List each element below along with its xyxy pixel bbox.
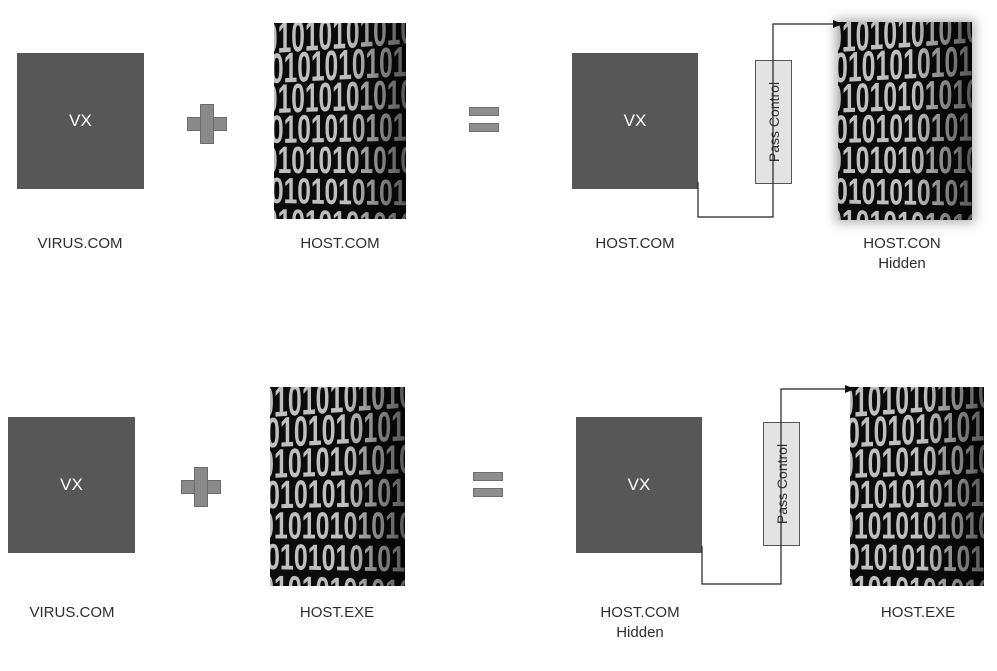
host-caption-row1: HOST.COM — [300, 235, 380, 252]
virus-vx-box-row2: VX — [8, 417, 135, 553]
virus-caption-row2: VIRUS.COM — [29, 604, 115, 621]
hidden-host-caption-row2: HOST.EXE — [880, 604, 956, 621]
result-host-caption-row1: HOST.COM — [595, 235, 675, 252]
vx-label: VX — [627, 475, 651, 494]
vx-label: VX — [69, 111, 92, 130]
result-vx-box-row1: VX — [572, 53, 698, 189]
equals-icon — [469, 103, 501, 133]
plus-icon — [187, 104, 227, 144]
result-vx-box-row2: VX — [576, 417, 702, 553]
virus-vx-box-row1: VX — [17, 53, 144, 189]
hidden-host-binary-image-row1: 0101010101001010101010010101010100101010… — [838, 22, 972, 220]
host-caption-row2: HOST.EXE — [299, 604, 375, 621]
hidden-host-caption-row1: HOST.CON Hidden — [863, 235, 941, 272]
hidden-host-binary-image-row2: 0101010101001010101010010101010100101010… — [850, 387, 984, 586]
plus-icon — [181, 467, 221, 507]
pass-control-box-row2: Pass Control — [763, 422, 800, 546]
vx-label: VX — [623, 111, 647, 130]
pass-control-box-row1: Pass Control — [755, 60, 792, 184]
result-host-caption-row2: HOST.COM Hidden — [600, 604, 680, 641]
equals-icon — [473, 468, 505, 498]
host-binary-image-row2: 0101010101001010101010010101010100101010… — [270, 387, 405, 586]
virus-caption-row1: VIRUS.COM — [37, 235, 123, 252]
pass-control-label: Pass Control — [773, 443, 790, 525]
vx-label: VX — [60, 475, 83, 494]
host-binary-image-row1: 0101010101001010101010010101010100101010… — [274, 23, 406, 219]
pass-control-label: Pass Control — [765, 81, 782, 163]
